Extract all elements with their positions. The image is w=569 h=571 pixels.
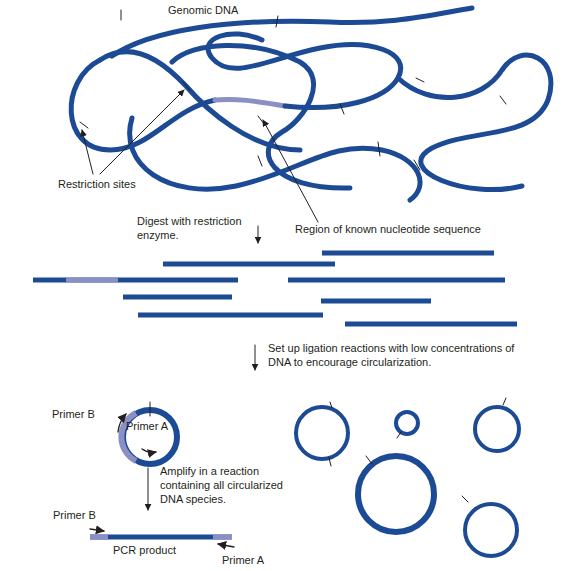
primer-label: Primer A [222, 553, 282, 567]
dna-fragment [321, 299, 431, 304]
primer-label: Primer A [126, 419, 186, 433]
known-sequence [66, 278, 118, 283]
restriction-site [258, 156, 262, 166]
dna-fragment [123, 295, 232, 300]
leader-arrow [263, 120, 318, 222]
restriction-site [183, 82, 190, 90]
step-label: Digest with restriction enzyme. [137, 214, 242, 242]
dna-strand [112, 8, 472, 56]
primer-label: Primer B [52, 407, 112, 421]
dna-strand [130, 118, 420, 200]
circular-dna [358, 456, 434, 532]
figure-label: Genomic DNA [168, 3, 268, 17]
restriction-site [503, 398, 506, 405]
restriction-site [276, 16, 278, 27]
restriction-site [80, 122, 88, 128]
restriction-site [378, 142, 380, 156]
restriction-site [121, 10, 122, 20]
primer-arrow [118, 414, 126, 432]
leader-arrow [100, 90, 184, 174]
primer-arrow [218, 544, 234, 547]
pcr-product [90, 535, 232, 540]
circular-dna [396, 412, 418, 434]
step-arrow [258, 226, 259, 243]
step-label: Amplify in a reaction containing all cir… [160, 464, 305, 506]
dna-fragment [138, 313, 323, 318]
restriction-site [416, 78, 424, 82]
step-arrow [148, 468, 149, 510]
circular-dna [465, 504, 517, 556]
restriction-site [462, 496, 468, 502]
product-label: PCR product [113, 543, 203, 557]
restriction-site [414, 160, 420, 170]
known-sequence [213, 535, 232, 540]
dna-fragment [288, 278, 505, 283]
restriction-site [330, 402, 332, 408]
callout-label: Restriction sites [58, 177, 168, 191]
restriction-site [329, 458, 331, 466]
restriction-site [150, 402, 151, 416]
restriction-site [340, 104, 344, 114]
primer-arrow [90, 529, 104, 531]
dna-strand [71, 60, 215, 150]
callout-label: Region of known nucleotide sequence [295, 222, 535, 236]
primer-arrow [142, 449, 156, 452]
primer-label: Primer B [53, 508, 113, 522]
known-sequence [215, 99, 285, 106]
dna-fragment [345, 322, 517, 327]
dna-fragment [322, 251, 494, 256]
step-label: Set up ligation reactions with low conce… [268, 341, 540, 369]
restriction-site [366, 456, 372, 464]
circular-dna [296, 407, 348, 459]
leader-arrow [82, 130, 93, 174]
dna-strand [398, 55, 551, 189]
restriction-site [397, 432, 401, 438]
dna-strand [100, 52, 300, 150]
known-sequence [90, 535, 108, 540]
circular-dna [475, 407, 519, 451]
dna-fragment [33, 278, 238, 283]
step-arrow [255, 345, 256, 370]
dna-fragment [163, 262, 335, 267]
dna-strand [172, 45, 350, 188]
restriction-site [500, 96, 506, 104]
